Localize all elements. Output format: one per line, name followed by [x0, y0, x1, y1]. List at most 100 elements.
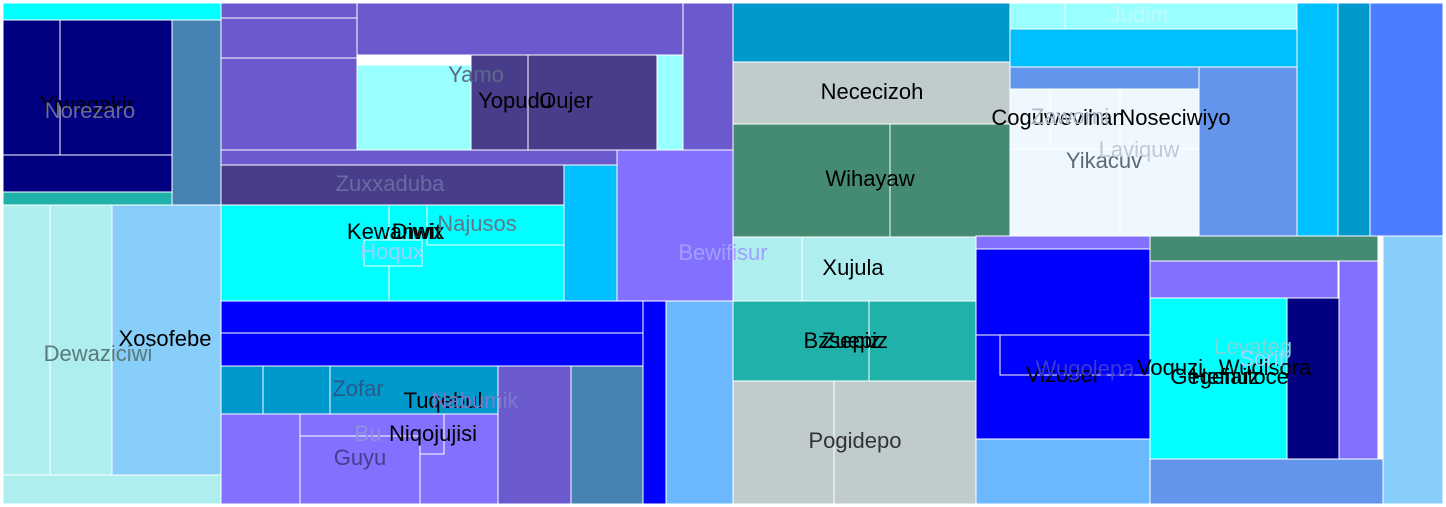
treemap-cell[interactable]	[975, 235, 1151, 250]
treemap-cell[interactable]	[299, 435, 421, 505]
cell-label: Norezaro	[45, 98, 135, 123]
treemap-cell[interactable]	[833, 380, 977, 505]
treemap-cell[interactable]	[1337, 2, 1371, 237]
treemap-cell[interactable]	[1198, 66, 1298, 238]
treemap-cell[interactable]	[220, 164, 565, 206]
cell-label: Pogidepo	[809, 428, 902, 453]
treemap-cell[interactable]	[1382, 235, 1444, 505]
treemap-cell[interactable]	[732, 2, 1011, 63]
treemap-cell[interactable]	[220, 2, 358, 19]
cell-label: Dewaziciwi	[44, 341, 153, 366]
treemap-cell[interactable]	[2, 2, 222, 21]
cell-label: Gegenuz	[1170, 364, 1259, 389]
treemap-cell[interactable]	[570, 365, 644, 505]
cell-label: Hefiaitoce	[1191, 364, 1289, 389]
treemap-cell[interactable]	[642, 300, 667, 505]
treemap-cell[interactable]	[1119, 88, 1200, 150]
cell-label: Zofar	[332, 376, 383, 401]
treemap-cell[interactable]	[59, 19, 173, 156]
treemap-cell[interactable]	[527, 54, 658, 151]
cell-label: Zuxxaduba	[336, 171, 446, 196]
treemap-cell[interactable]	[220, 365, 264, 415]
cell-label: Oujer	[539, 88, 593, 113]
cell-label: Laviquw	[1099, 137, 1180, 162]
cell-label: Wihayaw	[825, 166, 914, 191]
treemap-cell[interactable]	[220, 57, 358, 151]
cell-label: Zuepiz	[822, 328, 888, 353]
treemap-cell[interactable]	[220, 149, 618, 166]
cell-label: Xujula	[822, 255, 884, 280]
treemap-cell[interactable]	[1149, 297, 1288, 460]
treemap-cell[interactable]	[732, 61, 1011, 125]
treemap-cell[interactable]	[220, 413, 301, 505]
treemap-cell[interactable]	[1286, 297, 1340, 460]
treemap-cell[interactable]	[563, 164, 618, 302]
treemap-cell[interactable]	[1338, 260, 1379, 460]
treemap-cell[interactable]	[975, 438, 1151, 505]
treemap-cell[interactable]	[665, 300, 734, 505]
treemap-cell[interactable]	[363, 239, 423, 267]
cell-label: Coguwevihan	[991, 105, 1124, 130]
treemap-cell[interactable]	[220, 332, 644, 367]
treemap-cell[interactable]	[2, 154, 173, 193]
treemap-cell[interactable]	[2, 204, 51, 476]
cell-label: Bewifisur	[678, 240, 767, 265]
treemap-cell[interactable]	[111, 204, 222, 476]
cell-label: Bzsepiz	[803, 328, 880, 353]
cell-label: Voquzi	[1137, 355, 1203, 380]
treemap-cell[interactable]	[732, 123, 891, 238]
cell-label: Noseciwiyo	[1119, 105, 1230, 130]
treemap-cell[interactable]	[1009, 2, 1066, 30]
cell-label: Najusos	[437, 211, 516, 236]
treemap-cell[interactable]	[1149, 458, 1384, 505]
treemap-cell[interactable]	[656, 54, 684, 151]
cell-label: Yiwaqakir	[40, 92, 135, 117]
cell-label: Hoqux	[360, 239, 424, 264]
treemap-cell[interactable]	[2, 19, 61, 156]
treemap-cell[interactable]	[2, 191, 173, 206]
treemap-cell[interactable]	[1296, 2, 1339, 237]
cell-label: Diwix	[392, 219, 445, 244]
cell-label: Niqojujisi	[389, 421, 477, 446]
treemap-cell[interactable]	[616, 149, 734, 302]
cell-label: Nabumik	[432, 388, 520, 413]
treemap-cell[interactable]	[682, 2, 734, 151]
cell-label: Tuqebul	[404, 388, 483, 413]
treemap-cell[interactable]	[801, 236, 977, 302]
cell-label: Yamo	[448, 62, 504, 87]
treemap-cell[interactable]	[2, 474, 222, 505]
cell-label: Zaworni	[1031, 104, 1109, 129]
treemap-cell[interactable]	[1149, 235, 1379, 262]
cell-label: Yopudu	[478, 88, 552, 113]
treemap-cell[interactable]	[999, 334, 1151, 376]
treemap-cell[interactable]	[868, 300, 977, 382]
cell-label: Nececizoh	[821, 79, 924, 104]
cell-label: Judim	[1110, 2, 1169, 27]
treemap-cell[interactable]	[497, 365, 572, 505]
cell-label: Yikacuv	[1066, 148, 1142, 173]
treemap-cell[interactable]	[975, 248, 1151, 336]
cell-label: Levateg	[1214, 334, 1292, 359]
treemap-cell[interactable]	[220, 300, 644, 334]
treemap-cell[interactable]	[1149, 260, 1339, 299]
treemap-cell[interactable]	[220, 17, 358, 59]
cell-label: Xosofebe	[119, 326, 212, 351]
treemap-cell[interactable]	[49, 204, 113, 476]
cell-label: Wudisora	[1219, 355, 1312, 380]
treemap-cell[interactable]	[732, 300, 870, 382]
treemap-cell[interactable]	[1009, 66, 1200, 90]
treemap-cell[interactable]	[171, 19, 222, 206]
treemap-cell[interactable]	[1009, 88, 1051, 150]
treemap-cell[interactable]	[1009, 28, 1298, 68]
treemap-cell[interactable]	[356, 2, 684, 56]
treemap-cell[interactable]	[1369, 2, 1444, 237]
cell-label: Bu	[355, 421, 382, 446]
treemap-cell[interactable]	[220, 204, 390, 302]
treemap-cell[interactable]	[426, 204, 565, 246]
cell-label: Guyu	[334, 445, 387, 470]
cell-label: Sorif	[1239, 346, 1285, 371]
cell-label: Vizober	[1026, 362, 1100, 387]
treemap-cell[interactable]	[889, 123, 1011, 238]
